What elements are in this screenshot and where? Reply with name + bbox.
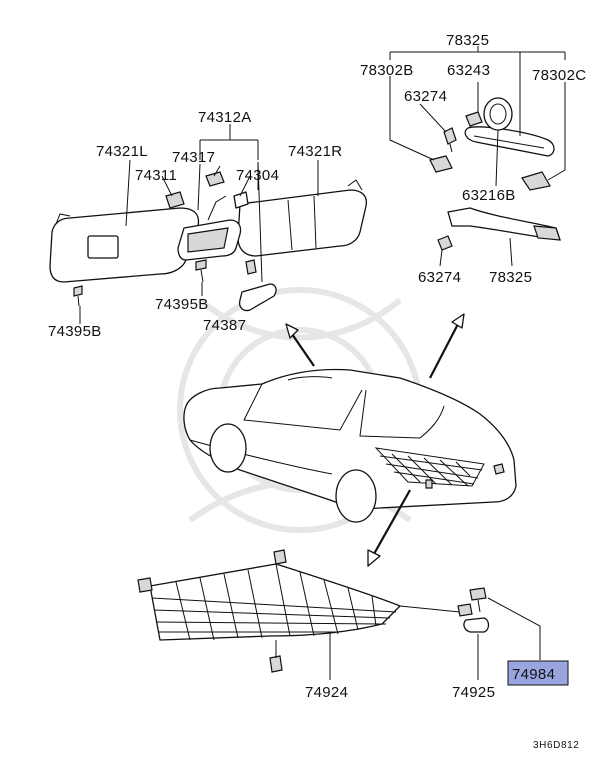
hook-74925 bbox=[457, 603, 490, 633]
leaders-cargo bbox=[329, 597, 541, 680]
visor-holder-74311 bbox=[165, 191, 185, 209]
arrow-to-cargo-net bbox=[367, 489, 411, 567]
label-74317: 74317 bbox=[172, 149, 215, 166]
label-74984: 74984 bbox=[512, 666, 555, 683]
leaders-handle bbox=[389, 46, 566, 267]
screw-74395b-left bbox=[73, 285, 83, 307]
label-74311: 74311 bbox=[135, 167, 177, 184]
grab-handle-lower bbox=[447, 207, 561, 241]
handle-end-cap-left bbox=[429, 155, 453, 173]
car-body-outline bbox=[183, 368, 517, 523]
screw-63243 bbox=[465, 111, 483, 127]
label-74312a: 74312A bbox=[198, 109, 252, 126]
label-74395b-mid: 74395B bbox=[155, 296, 209, 313]
label-74395b-left: 74395B bbox=[48, 323, 102, 340]
grab-handle-upper bbox=[464, 126, 555, 157]
label-74321r: 74321R bbox=[288, 143, 342, 160]
mirror-bracket-74304 bbox=[233, 191, 249, 209]
car-cargo-net bbox=[374, 447, 505, 489]
arrow-to-handles bbox=[429, 313, 465, 379]
label-78325-top: 78325 bbox=[446, 32, 489, 49]
label-74321l: 74321L bbox=[96, 143, 148, 160]
screw-63274-top bbox=[443, 127, 457, 153]
label-74924: 74924 bbox=[305, 684, 348, 701]
bolt-74984 bbox=[469, 587, 487, 613]
handle-end-cap-right bbox=[521, 171, 551, 191]
label-78302c: 78302C bbox=[532, 67, 586, 84]
label-74304: 74304 bbox=[236, 167, 279, 184]
screw-63274-bottom bbox=[437, 235, 453, 251]
label-74387: 74387 bbox=[203, 317, 246, 334]
label-78325-bottom: 78325 bbox=[489, 269, 532, 286]
label-63243: 63243 bbox=[447, 62, 490, 79]
label-63274-top: 63274 bbox=[404, 88, 447, 105]
label-78302b: 78302B bbox=[360, 62, 414, 79]
highlight-box-74984 bbox=[507, 660, 569, 686]
screw-74395b-mid bbox=[195, 259, 207, 283]
label-63274-bottom: 63274 bbox=[418, 269, 461, 286]
handle-ring-63216b bbox=[483, 97, 513, 131]
sun-visor-right bbox=[237, 179, 368, 257]
label-63216b: 63216B bbox=[462, 187, 516, 204]
cover-74387 bbox=[238, 259, 277, 312]
rear-view-mirror bbox=[177, 195, 242, 261]
arrow-to-visors bbox=[285, 323, 315, 367]
cargo-net-74924 bbox=[137, 549, 461, 673]
sheet-code: 3H6D812 bbox=[533, 740, 579, 751]
sun-visor-left bbox=[49, 207, 200, 283]
leaders-visor bbox=[79, 124, 319, 324]
label-74925: 74925 bbox=[452, 684, 495, 701]
part-labels: 78325 78302B 63243 78302C 63274 63216B 6… bbox=[48, 32, 586, 751]
